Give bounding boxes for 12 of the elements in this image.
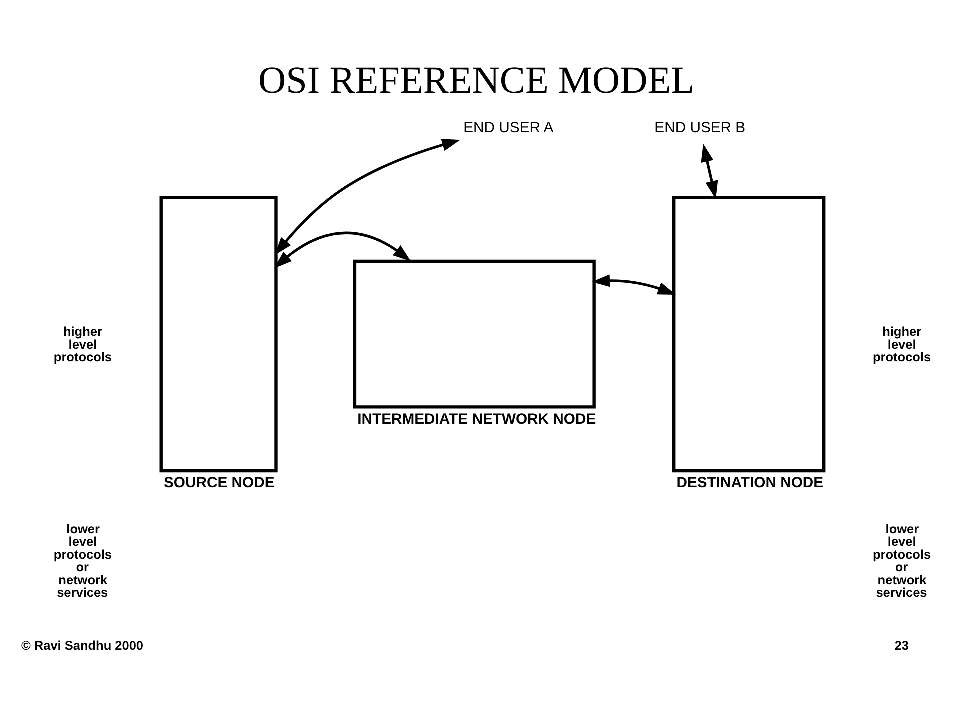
label: higher level protocols [54,324,112,364]
label: 23 [894,637,910,652]
node-label: SOURCE NODE [164,475,275,492]
label: © Ravi Sandhu 2000 [21,637,144,652]
label: lower level protocols or network services [54,520,112,600]
node-text: END USER A [464,120,554,136]
label: lower level protocols or network services [873,520,932,600]
label: higher level protocols [873,324,932,364]
node-label: DESTINATION NODE [676,475,824,492]
node-text: END USER B [654,120,746,136]
diagram-title: OSI REFERENCE MODEL [258,60,694,102]
node-label: INTERMEDIATE NETWORK NODE [358,411,596,428]
